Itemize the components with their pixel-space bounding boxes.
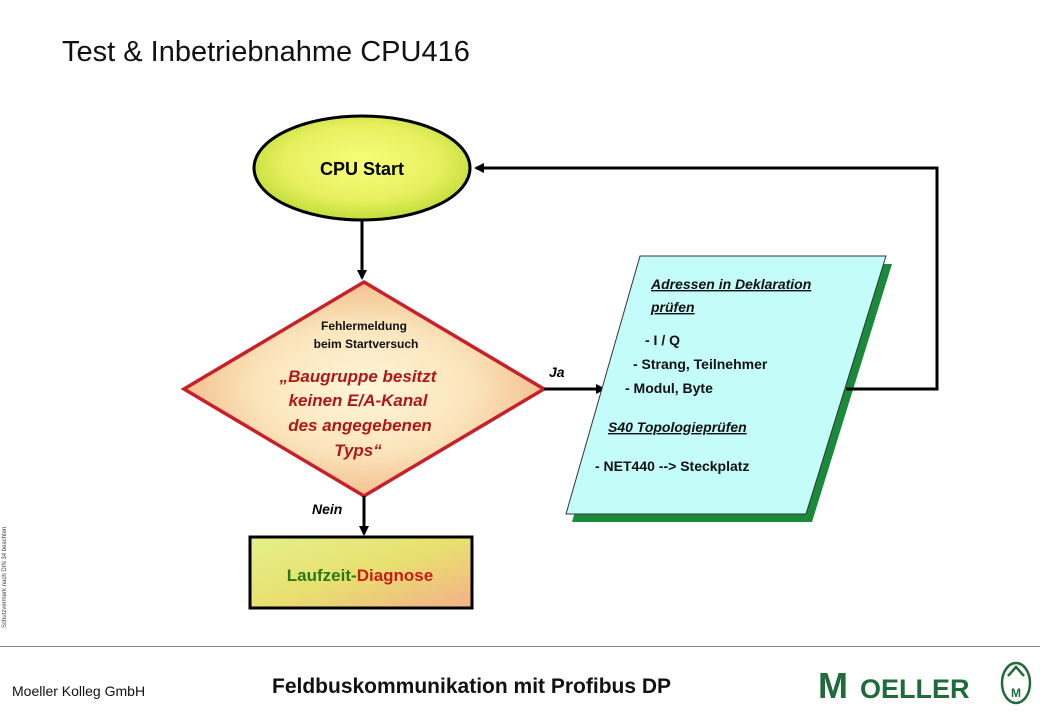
runtime-label-part1: Laufzeit	[287, 566, 352, 585]
check-item-strang: - Strang, Teilnehmer	[633, 356, 768, 372]
svg-text:M: M	[1011, 686, 1021, 700]
footer-course-title: Feldbuskommunikation mit Profibus DP	[272, 675, 672, 698]
slide-title: Test & Inbetriebnahme CPU416	[62, 36, 470, 68]
decision-message-line2: keinen E/A-Kanal	[289, 391, 429, 410]
svg-text:OELLER: OELLER	[860, 674, 970, 704]
decision-message-line1: „Baugruppe besitzt	[279, 367, 438, 386]
check-topology-heading: S40 Topologieprüfen	[608, 419, 747, 435]
yes-label: Ja	[549, 364, 565, 380]
svg-text:M: M	[818, 665, 848, 706]
cpu-start-label: CPU Start	[320, 159, 404, 179]
check-item-modul: - Modul, Byte	[625, 380, 713, 396]
check-box	[565, 255, 887, 515]
decision-header-line1: Fehlermeldung	[321, 319, 407, 333]
loop-back-connector	[474, 163, 939, 391]
runtime-diagnosis-box	[248, 535, 474, 610]
check-heading-line1: Adressen in Deklaration	[650, 276, 811, 292]
moeller-logo: M OELLER M	[818, 661, 1032, 706]
decision-diamond	[180, 279, 548, 499]
decision-header-line2: beim Startversuch	[314, 337, 419, 351]
check-item-io: - I / Q	[645, 332, 680, 348]
decision-message-line4: Typs“	[334, 441, 382, 460]
runtime-diagnosis-label: Laufzeit-Diagnose	[287, 566, 433, 585]
check-heading-line2: prüfen	[650, 299, 695, 315]
runtime-label-part2: Diagnose	[357, 566, 434, 585]
footer-divider	[0, 646, 1040, 647]
check-item-net440: - NET440 --> Steckplatz	[595, 458, 749, 474]
no-label: Nein	[312, 501, 342, 517]
runtime-label-hyphen: -	[351, 566, 357, 585]
decision-message-line3: des angegebenen	[288, 416, 432, 435]
footer-company: Moeller Kolleg GmbH	[12, 683, 146, 699]
